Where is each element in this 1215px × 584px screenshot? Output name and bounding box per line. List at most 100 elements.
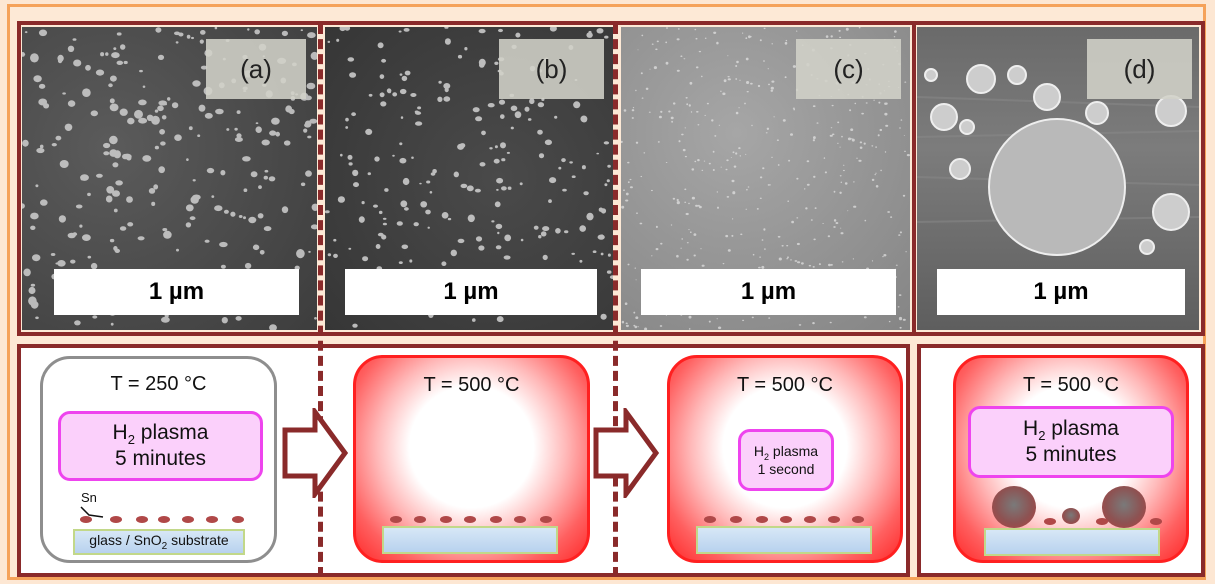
sem-particle — [377, 42, 384, 49]
sem-particle — [761, 239, 764, 241]
sem-particle — [627, 263, 630, 266]
sem-particle — [57, 54, 64, 62]
sem-particle — [314, 317, 317, 320]
sem-particle — [304, 120, 312, 128]
sem-particle — [351, 112, 356, 117]
sem-particle — [812, 105, 816, 108]
sem-particle — [214, 205, 223, 212]
sem-particle — [487, 103, 495, 108]
sem-particle — [204, 239, 210, 243]
sem-particle — [796, 217, 799, 219]
sem-particle — [899, 326, 902, 329]
sem-particle — [623, 109, 627, 112]
sem-particle — [191, 36, 194, 40]
sem-particle — [255, 126, 262, 133]
sem-particle — [475, 116, 483, 122]
sem-particle — [453, 171, 459, 178]
sem-particle — [649, 68, 651, 70]
scale-bar-c: 1 µm — [641, 269, 896, 315]
sem-particle — [544, 139, 552, 146]
sem-particle — [844, 182, 848, 185]
sem-particle — [808, 264, 812, 267]
sem-image-b: (b) 1 µm — [325, 27, 613, 330]
sem-particle — [786, 245, 789, 247]
sem-particle — [542, 254, 548, 261]
plasma-box-4: H2 plasma 5 minutes — [968, 406, 1174, 478]
sem-particle — [676, 198, 679, 202]
temperature-label-1: T = 250 °C — [110, 373, 207, 395]
sem-particle — [311, 203, 317, 211]
sem-particle — [583, 191, 589, 196]
sem-particle — [676, 38, 680, 41]
sem-image-c: (c) 1 µm — [621, 27, 910, 330]
sem-particle — [74, 320, 81, 326]
sem-particle — [596, 28, 604, 34]
sem-particle — [796, 177, 799, 180]
sn-droplet — [540, 516, 552, 523]
sem-particle — [158, 100, 167, 106]
sn-droplet — [852, 516, 864, 523]
sem-particle — [561, 158, 566, 163]
sem-particle — [686, 242, 689, 244]
sem-particle — [794, 260, 798, 262]
sem-particle — [120, 44, 126, 50]
sem-particle — [494, 145, 498, 149]
sem-particle — [838, 29, 841, 32]
sem-particle — [839, 175, 842, 177]
sem-particle — [726, 159, 729, 162]
sem-particle — [680, 55, 683, 57]
sem-particle — [725, 168, 728, 171]
sem-particle — [621, 320, 625, 324]
sem-particle — [35, 184, 39, 188]
sem-particle — [571, 175, 576, 178]
sem-particle — [403, 28, 410, 32]
sem-particle — [112, 190, 120, 197]
sem-particle — [236, 110, 241, 114]
sem-particle — [712, 169, 715, 171]
sem-particle — [220, 170, 226, 176]
scale-bar-b: 1 µm — [345, 269, 597, 315]
sem-particle — [797, 261, 801, 264]
sem-particle — [850, 128, 854, 131]
sem-particle — [30, 212, 39, 220]
sem-particle — [604, 183, 608, 187]
sem-particle — [174, 134, 182, 141]
sem-particle — [569, 161, 573, 164]
sem-particle — [655, 248, 659, 251]
temperature-label-4: T = 500 °C — [1022, 374, 1119, 396]
sem-particle — [634, 325, 638, 329]
sem-particle — [155, 27, 162, 33]
sem-particle — [738, 147, 741, 150]
sem-particle — [537, 129, 543, 135]
sem-particle — [142, 155, 152, 162]
sem-particle — [606, 179, 610, 183]
sem-particle — [159, 129, 166, 135]
sem-particle — [427, 226, 430, 229]
sem-particle — [438, 80, 442, 84]
sem-particle — [540, 231, 547, 237]
sem-particle — [767, 68, 769, 70]
sem-particle — [875, 185, 879, 188]
sem-particle — [672, 102, 676, 105]
sem-particle — [396, 221, 403, 226]
sem-particle — [167, 97, 171, 101]
sem-particle — [226, 128, 230, 131]
sem-particle — [645, 87, 649, 90]
sem-particle — [816, 122, 819, 124]
sem-particle — [730, 157, 732, 159]
sem-particle — [447, 217, 452, 221]
sem-particle — [606, 270, 612, 274]
sem-particle — [732, 218, 734, 220]
sem-particle — [691, 168, 695, 171]
sem-particle — [840, 181, 842, 184]
sem-particle — [58, 215, 66, 223]
sem-particle — [336, 38, 340, 42]
sn-droplet-small — [1062, 508, 1080, 524]
sem-particle — [600, 252, 604, 256]
sem-particle — [716, 318, 718, 320]
sem-particle — [501, 158, 506, 162]
sem-particle — [718, 124, 721, 126]
sem-particle — [333, 253, 338, 258]
sem-particle — [271, 117, 280, 125]
sem-particle — [701, 75, 703, 78]
